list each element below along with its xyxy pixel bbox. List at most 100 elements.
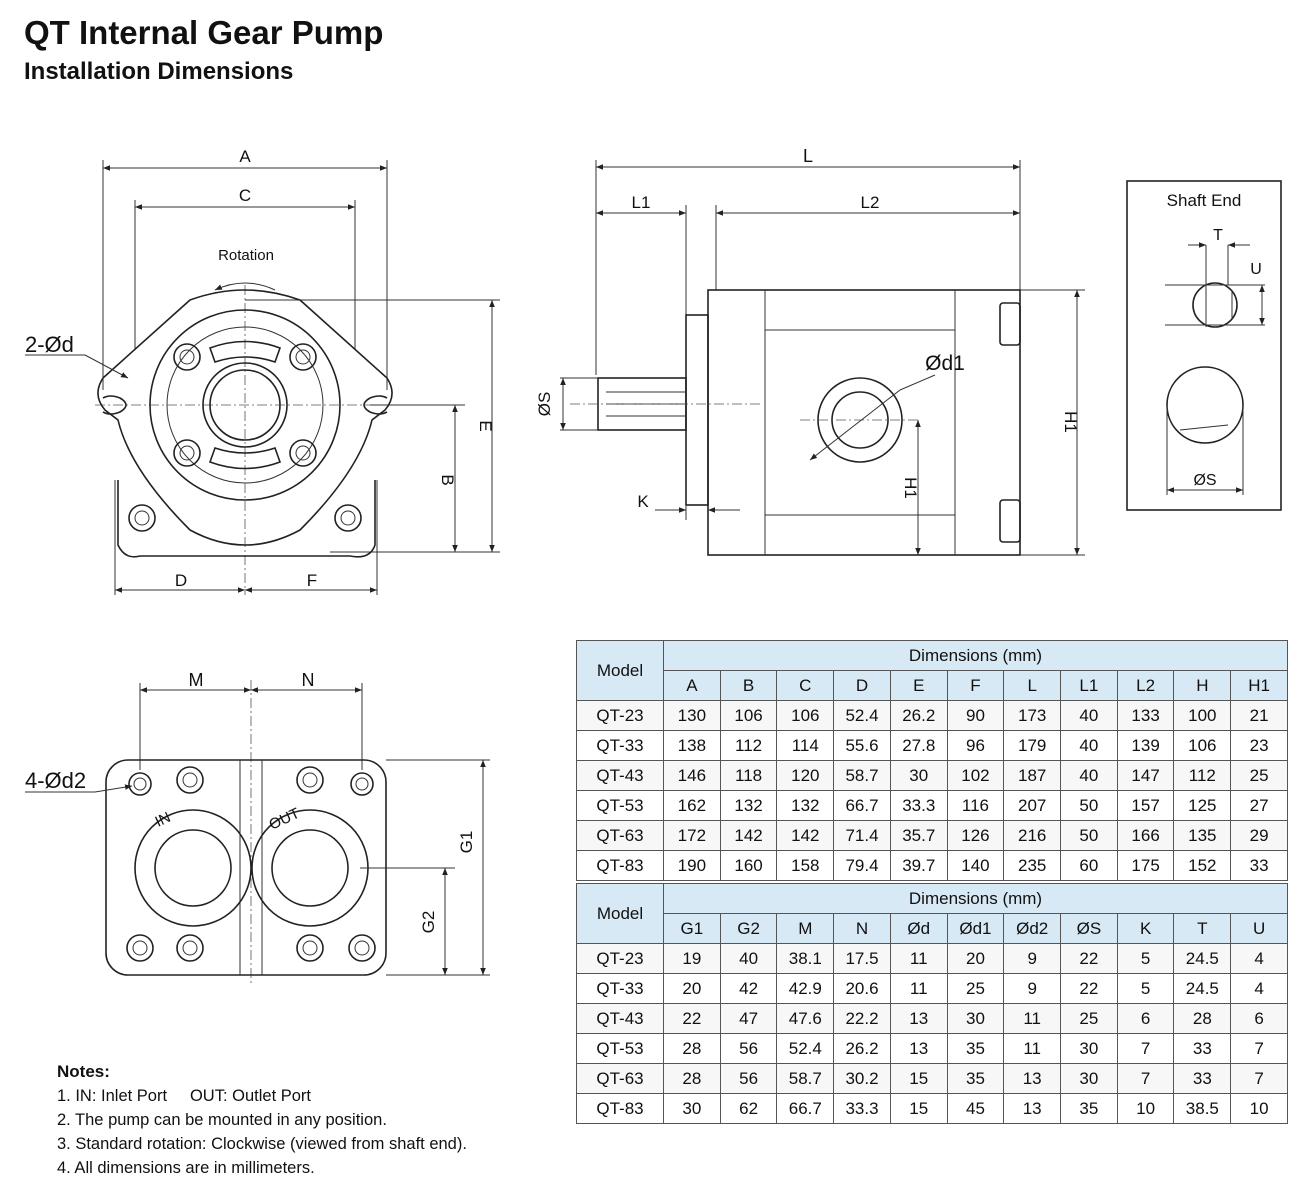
value-cell: 175	[1116, 850, 1175, 881]
value-cell: 106	[776, 700, 835, 731]
value-cell: 9	[1003, 943, 1062, 974]
port-view: M N IN OUT 4-Ød2 G1 G2	[25, 670, 490, 985]
value-cell: 45	[946, 1093, 1005, 1124]
value-cell: 162	[663, 790, 721, 821]
model-cell: QT-23	[576, 700, 664, 731]
value-cell: 142	[776, 820, 835, 851]
column-header: B	[719, 670, 778, 701]
value-cell: 216	[1003, 820, 1062, 851]
value-cell: 11	[1003, 1033, 1062, 1064]
column-header: A	[663, 670, 721, 701]
column-header: F	[946, 670, 1005, 701]
dim-u-label: U	[1250, 261, 1262, 278]
value-cell: 24.5	[1173, 943, 1232, 974]
value-cell: 58.7	[833, 760, 891, 791]
inlet-label: IN	[153, 809, 174, 831]
model-cell: QT-83	[576, 850, 664, 881]
value-cell: 190	[663, 850, 721, 881]
dim-m-label: M	[189, 670, 204, 690]
value-cell: 50	[1060, 790, 1118, 821]
dim-d-label: D	[175, 571, 187, 590]
dim-a-label: A	[239, 147, 251, 166]
notes-title: Notes:	[57, 1062, 110, 1081]
model-header: Model	[576, 883, 664, 944]
value-cell: 13	[889, 1003, 948, 1034]
value-cell: 66.7	[776, 1093, 835, 1124]
value-cell: 235	[1003, 850, 1062, 881]
value-cell: 42.9	[776, 973, 835, 1004]
dim-h1-label: H1	[901, 477, 920, 499]
value-cell: 15	[889, 1063, 948, 1094]
value-cell: 24.5	[1173, 973, 1232, 1004]
dim-l-label: L	[803, 146, 813, 166]
notes-section: Notes: 1. IN: Inlet Port OUT: Outlet Por…	[57, 1060, 467, 1180]
value-cell: 22	[663, 1003, 721, 1034]
dim-k-label: K	[637, 492, 649, 511]
value-cell: 25	[1060, 1003, 1118, 1034]
value-cell: 13	[889, 1033, 948, 1064]
value-cell: 30.2	[833, 1063, 891, 1094]
value-cell: 30	[663, 1093, 721, 1124]
value-cell: 56	[719, 1033, 778, 1064]
value-cell: 157	[1116, 790, 1175, 821]
value-cell: 26.2	[889, 700, 948, 731]
value-cell: 21	[1230, 700, 1288, 731]
column-header: L	[1003, 670, 1062, 701]
value-cell: 118	[719, 760, 778, 791]
value-cell: 135	[1173, 820, 1232, 851]
column-header: G2	[719, 913, 778, 944]
side-view: L L1 L2 Ød1 ØS K	[535, 146, 1085, 556]
value-cell: 60	[1060, 850, 1118, 881]
value-cell: 30	[1060, 1033, 1118, 1064]
shaft-end-detail: Shaft End T U ØS	[1126, 180, 1282, 511]
port-holes-label: 4-Ød2	[25, 768, 86, 793]
value-cell: 35	[946, 1033, 1005, 1064]
column-header: Ød	[889, 913, 948, 944]
dim-e-label: E	[476, 420, 495, 431]
shaft-dia-label: ØS	[535, 392, 554, 417]
value-cell: 11	[1003, 1003, 1062, 1034]
value-cell: 160	[719, 850, 778, 881]
value-cell: 30	[946, 1003, 1005, 1034]
value-cell: 20	[946, 943, 1005, 974]
column-header: U	[1230, 913, 1288, 944]
value-cell: 9	[1003, 973, 1062, 1004]
rotation-label: Rotation	[218, 247, 274, 264]
value-cell: 147	[1116, 760, 1175, 791]
value-cell: 20.6	[833, 973, 891, 1004]
value-cell: 22	[1060, 973, 1118, 1004]
value-cell: 22.2	[833, 1003, 891, 1034]
page-subtitle: Installation Dimensions	[24, 58, 294, 85]
value-cell: 52.4	[776, 1033, 835, 1064]
value-cell: 207	[1003, 790, 1062, 821]
column-header: Ød1	[946, 913, 1005, 944]
value-cell: 35	[946, 1063, 1005, 1094]
value-cell: 39.7	[889, 850, 948, 881]
value-cell: 27.8	[889, 730, 948, 761]
value-cell: 27	[1230, 790, 1288, 821]
shaft-end-dia-label: ØS	[1193, 472, 1216, 489]
column-header: C	[776, 670, 835, 701]
value-cell: 33	[1173, 1033, 1232, 1064]
value-cell: 90	[946, 700, 1005, 731]
value-cell: 25	[1230, 760, 1288, 791]
value-cell: 166	[1116, 820, 1175, 851]
value-cell: 56	[719, 1063, 778, 1094]
column-header: ØS	[1060, 913, 1118, 944]
column-header: L1	[1060, 670, 1118, 701]
value-cell: 33.3	[833, 1093, 891, 1124]
value-cell: 10	[1116, 1093, 1175, 1124]
column-header: Ød2	[1003, 913, 1062, 944]
value-cell: 33	[1173, 1063, 1232, 1094]
value-cell: 139	[1116, 730, 1175, 761]
value-cell: 7	[1116, 1033, 1175, 1064]
model-cell: QT-33	[576, 973, 664, 1004]
value-cell: 126	[946, 820, 1005, 851]
column-header: H1	[1230, 670, 1288, 701]
